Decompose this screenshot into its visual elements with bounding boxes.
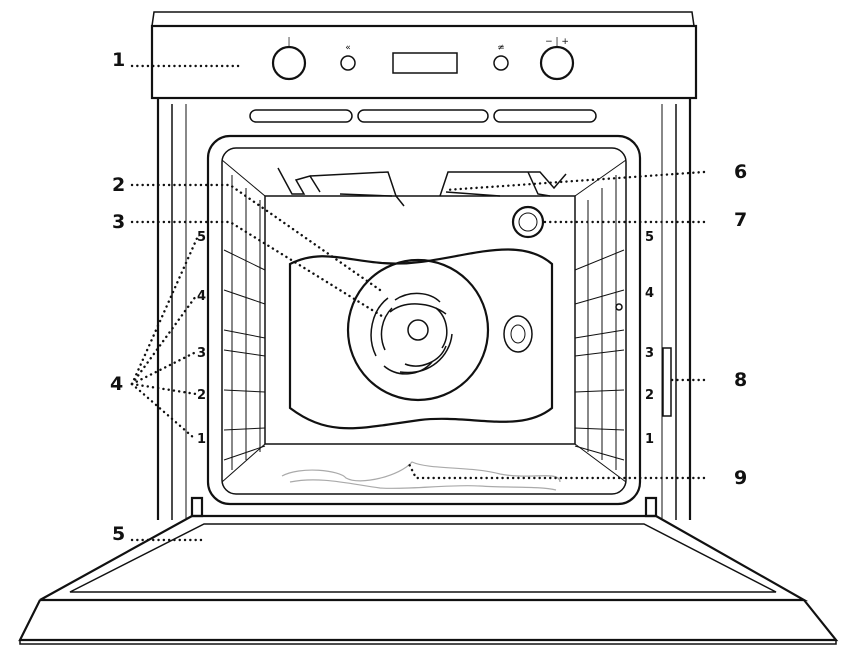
left-button-mark: « bbox=[345, 43, 351, 53]
leader-lines bbox=[130, 64, 706, 542]
panel-grip bbox=[503, 315, 533, 353]
rack-right-2: 2 bbox=[645, 388, 654, 403]
rack-left-1: 1 bbox=[197, 432, 206, 447]
rack-levels-right: 5 4 3 2 1 bbox=[645, 230, 654, 447]
bottom-heating-element bbox=[281, 461, 561, 483]
oven-top-trim bbox=[151, 11, 695, 27]
callout-9: 9 bbox=[734, 467, 747, 489]
callout-3: 3 bbox=[112, 211, 125, 233]
rack-levels-left: 5 4 3 2 1 bbox=[197, 230, 206, 447]
control-panel: | « ≄ − | + bbox=[150, 24, 698, 100]
vent-slot-left bbox=[249, 109, 353, 123]
fan-housing bbox=[346, 258, 490, 402]
top-heating-element bbox=[277, 167, 567, 207]
left-knob bbox=[271, 45, 307, 81]
vent-slot-center bbox=[357, 109, 489, 123]
rack-left-5: 5 bbox=[197, 230, 206, 245]
right-rack-guides bbox=[574, 175, 625, 470]
oven-cavity bbox=[206, 134, 642, 506]
display-window bbox=[392, 52, 458, 74]
rack-right-4: 4 bbox=[645, 286, 654, 301]
right-knob-mark: − | + bbox=[545, 37, 569, 47]
right-button-mark: ≄ bbox=[497, 43, 505, 53]
fan-blades bbox=[370, 292, 453, 375]
fan-cover-panel bbox=[288, 248, 554, 430]
callout-4: 4 bbox=[110, 373, 123, 395]
right-knob bbox=[539, 45, 575, 81]
left-knob-mark: | bbox=[287, 37, 290, 47]
rack-left-4: 4 bbox=[197, 289, 206, 304]
rack-right-5: 5 bbox=[645, 230, 654, 245]
rack-right-1: 1 bbox=[645, 432, 654, 447]
rack-left-3: 3 bbox=[197, 346, 206, 361]
left-button bbox=[340, 55, 356, 71]
vent-slot-right bbox=[493, 109, 597, 123]
rack-stop-dot bbox=[615, 303, 623, 311]
oven-cabinet bbox=[156, 98, 692, 520]
callout-labels: 1 2 3 4 5 6 7 8 9 bbox=[110, 49, 747, 545]
left-rack-guides bbox=[223, 175, 266, 470]
callout-1: 1 bbox=[112, 49, 125, 71]
oven-lamp bbox=[511, 205, 545, 239]
callout-6: 6 bbox=[734, 161, 747, 183]
callout-8: 8 bbox=[734, 369, 747, 391]
callout-2: 2 bbox=[112, 174, 125, 196]
door-latch bbox=[662, 347, 672, 417]
callout-5: 5 bbox=[112, 523, 125, 545]
right-button bbox=[493, 55, 509, 71]
open-door bbox=[18, 496, 839, 645]
rack-left-2: 2 bbox=[197, 388, 206, 403]
callout-7: 7 bbox=[734, 209, 747, 231]
rack-right-3: 3 bbox=[645, 346, 654, 361]
